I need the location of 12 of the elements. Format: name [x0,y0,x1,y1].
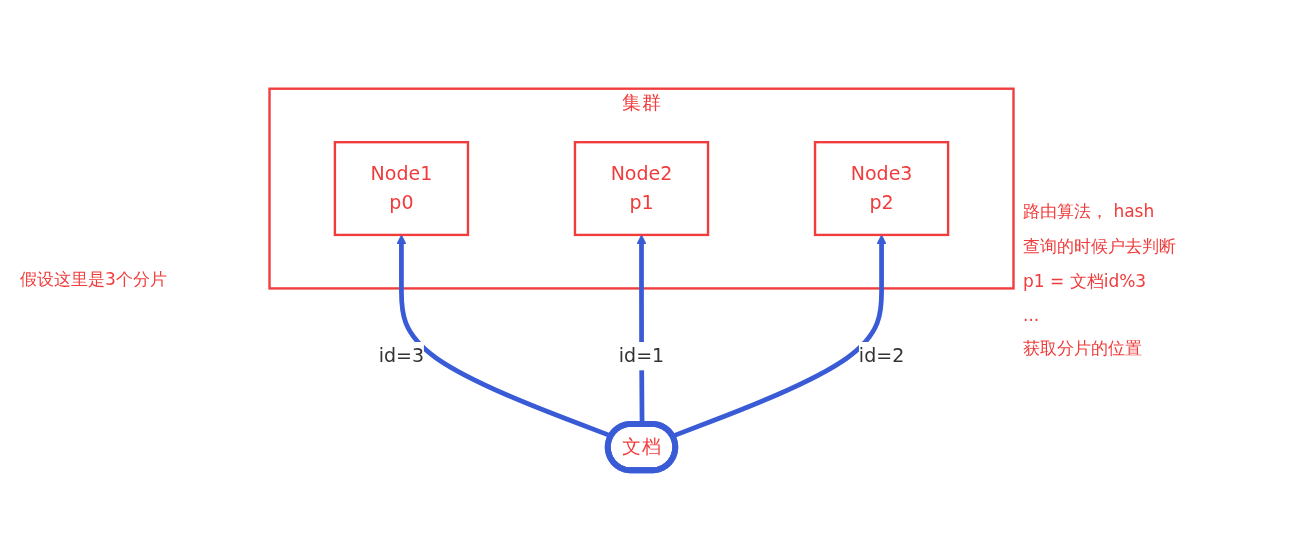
note-text: 路由算法， hash [1023,199,1156,223]
node-box: Node1 p0 [333,141,470,237]
note-text: 查询的时候户去判断 [1023,234,1177,258]
edge-label: id=1 [618,344,665,367]
node-box: Node3 p2 [813,141,950,237]
note-text: p1 = 文档id%3 [1023,269,1148,293]
node-box: Node2 p1 [573,141,710,237]
note-text: ... [1023,304,1041,325]
note-text: 假设这里是3个分片 [20,268,168,291]
note-text: 获取分片的位置 [1023,336,1143,360]
edge-label: id=3 [378,344,425,367]
edge-label: id=2 [858,344,905,367]
